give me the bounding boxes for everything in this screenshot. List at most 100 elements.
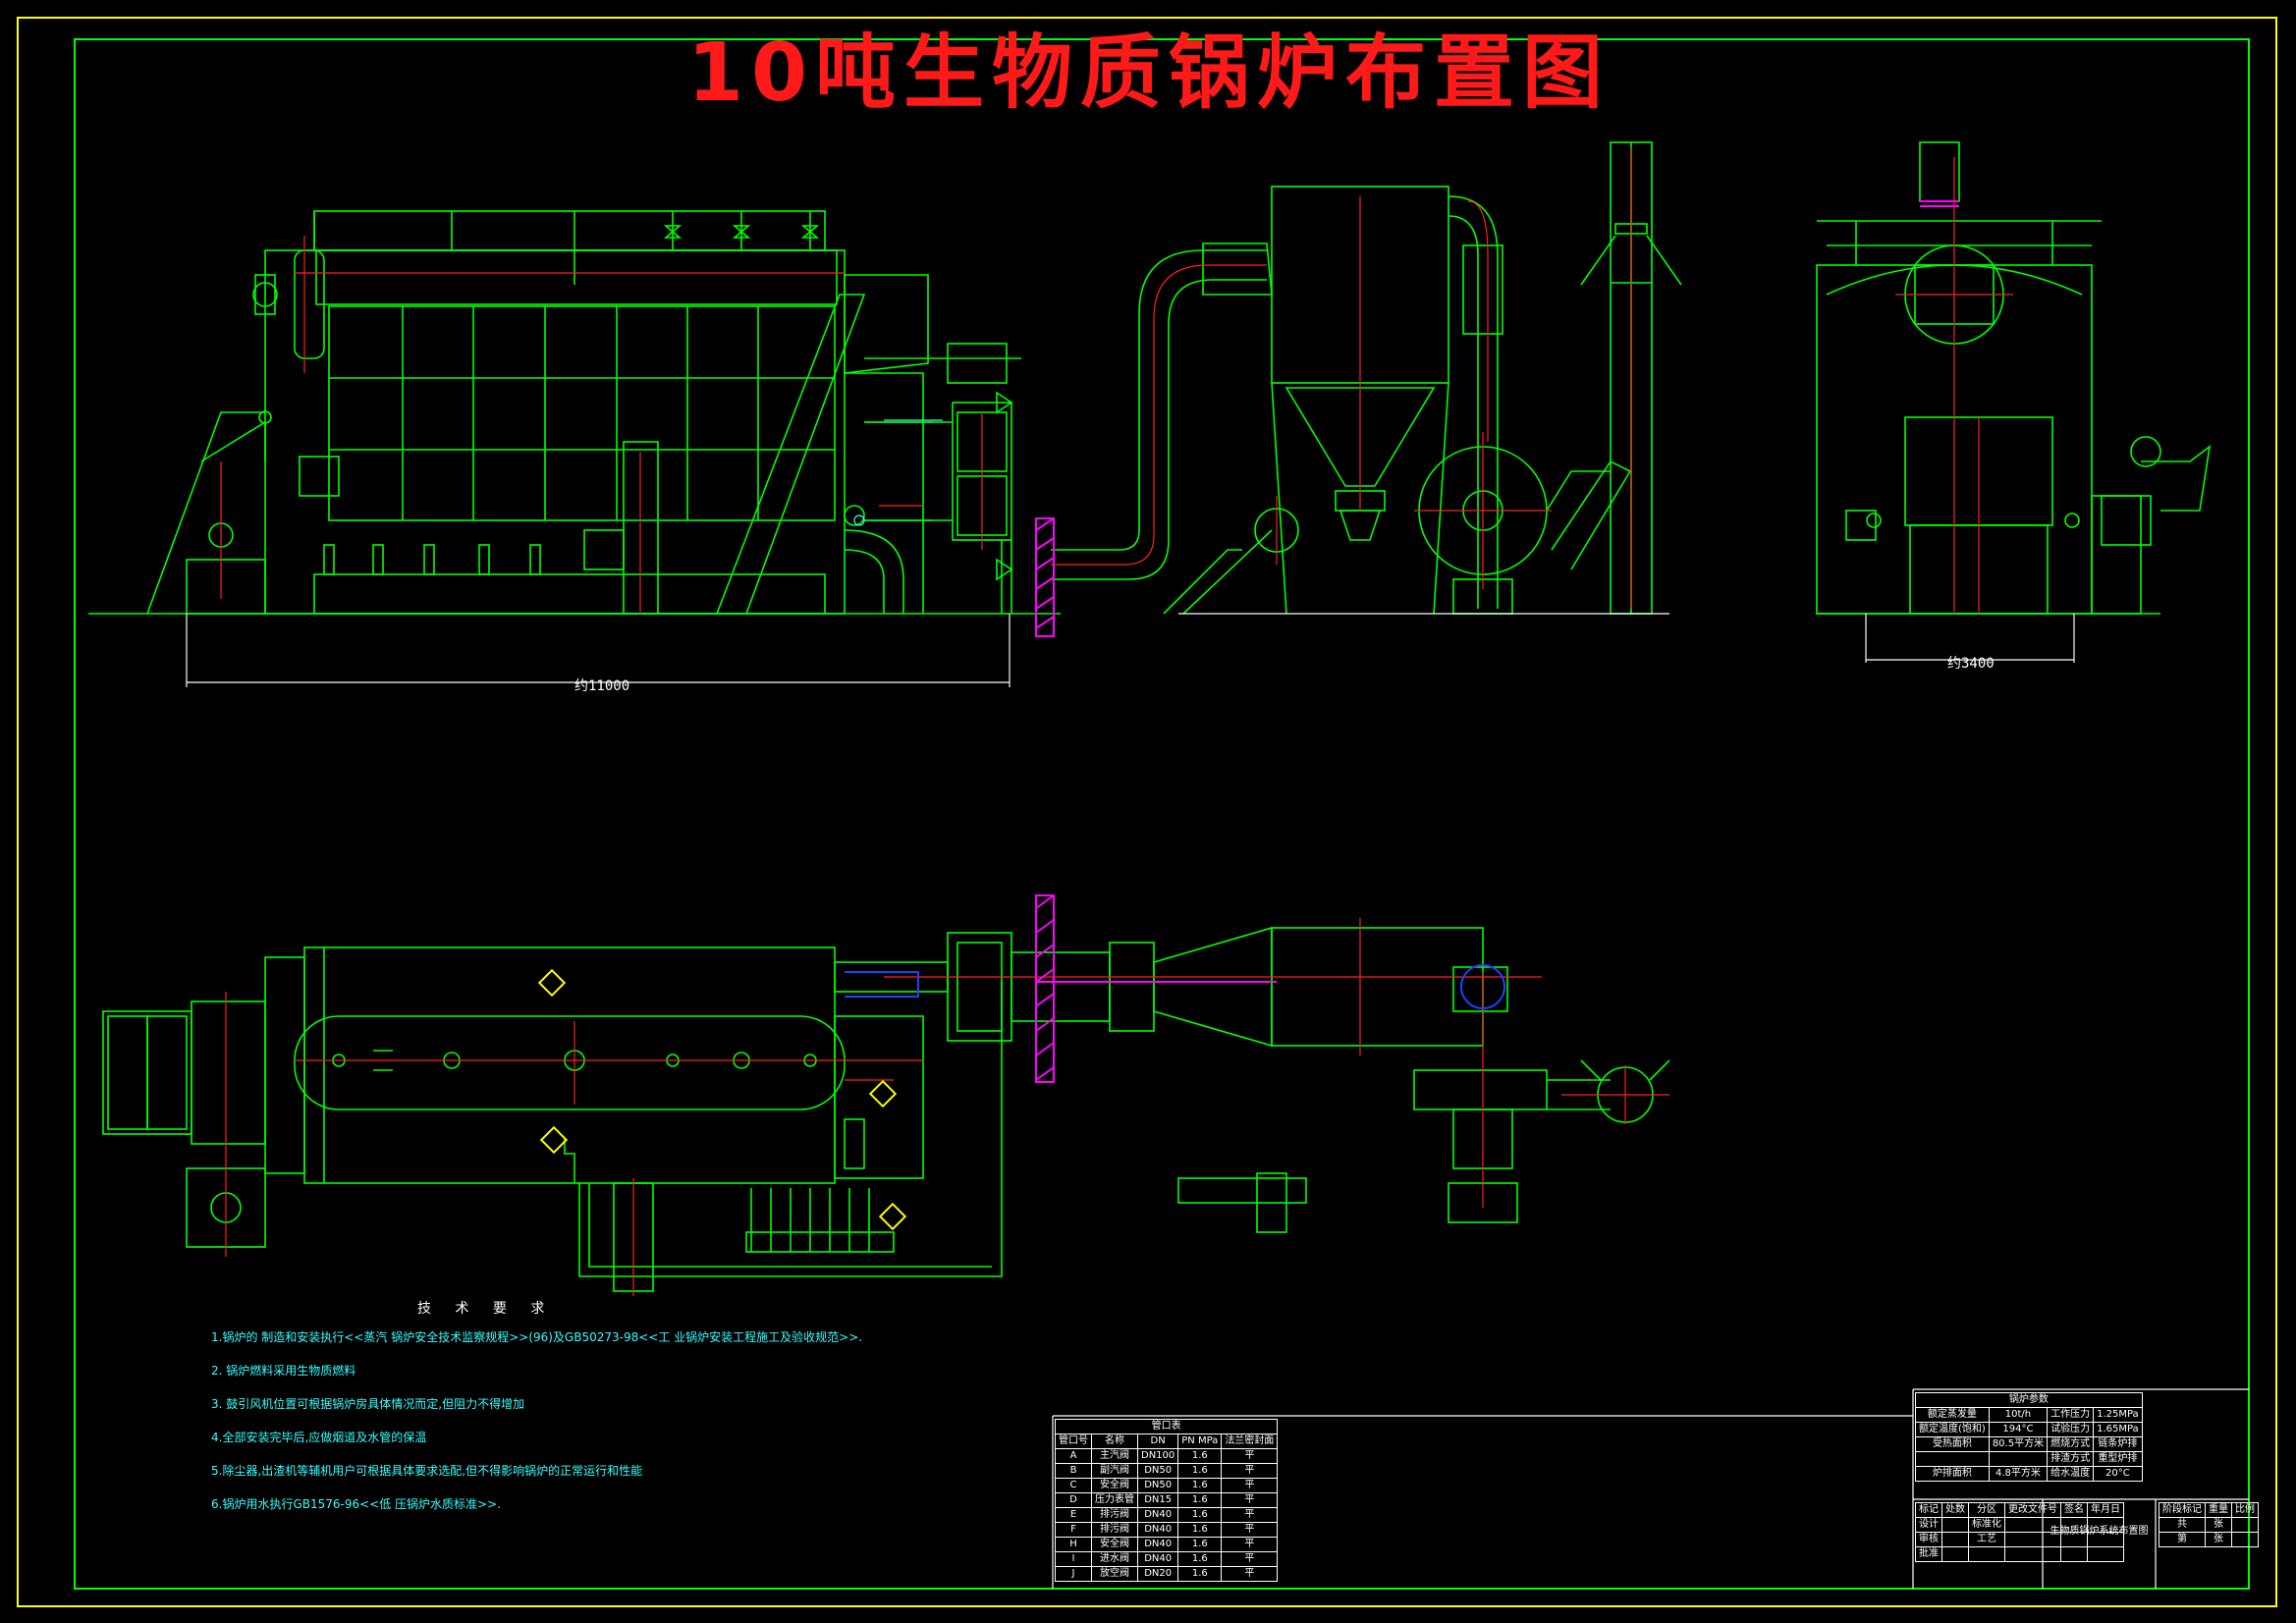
nozzle-header: PN MPa <box>1177 1434 1223 1449</box>
cell: 放空阀 <box>1091 1566 1138 1582</box>
dimension-label-overall: 约11000 <box>574 678 630 694</box>
params-table-title: 锅炉参数 <box>1915 1392 2143 1408</box>
cell: 标准化 <box>1968 1517 2005 1533</box>
cell: B <box>1055 1463 1092 1479</box>
cell: 排污阀 <box>1091 1507 1138 1523</box>
cell: 比例 <box>2231 1502 2259 1518</box>
cell: 共 <box>2159 1517 2206 1533</box>
technical-note: 1.锅炉的 制造和安装执行<<蒸汽 锅炉安全技术监察规程>>(96)及GB502… <box>211 1330 863 1344</box>
cell: 1.6 <box>1177 1492 1223 1508</box>
cell: J <box>1055 1566 1092 1582</box>
cell: 平 <box>1221 1478 1279 1493</box>
cell: 平 <box>1221 1448 1279 1464</box>
cell: D <box>1055 1492 1092 1508</box>
dimension-label-side: 约3400 <box>1947 656 1995 672</box>
wall-hatch <box>1035 517 1055 637</box>
cell: 额定温度(饱和) <box>1915 1422 1990 1437</box>
cell: 排污阀 <box>1091 1522 1138 1538</box>
table-row: 共张 <box>2159 1517 2259 1533</box>
cell: DN20 <box>1136 1566 1179 1582</box>
cell: 标记 <box>1915 1502 1942 1518</box>
table-row: 排渣方式重型炉排 <box>1915 1451 2143 1467</box>
cell: 给水温度 <box>2047 1466 2095 1482</box>
cell: 平 <box>1221 1551 1279 1567</box>
plan-centerlines <box>225 918 1669 1296</box>
cell: 10t/h <box>1988 1407 2049 1423</box>
plan-wall-hatch <box>1035 894 1277 1083</box>
cell <box>1988 1451 2049 1467</box>
cell: 阶段标记 <box>2159 1502 2206 1518</box>
cell: 1.6 <box>1177 1448 1223 1464</box>
dimension-3400 <box>1865 614 2075 663</box>
cell: DN40 <box>1136 1522 1179 1538</box>
cell: DN40 <box>1136 1537 1179 1552</box>
cell: 平 <box>1221 1463 1279 1479</box>
cell: 处数 <box>1941 1502 1969 1518</box>
cell: 194°C <box>1988 1422 2049 1437</box>
plan-hatches <box>537 968 907 1231</box>
dimension-11000 <box>186 614 1011 687</box>
flue-centerline <box>1051 264 1267 566</box>
cell: 1.25MPa <box>2093 1407 2143 1423</box>
table-row: 阶段标记重量比例 <box>2159 1502 2259 1518</box>
inner-frame <box>74 38 2250 1590</box>
side-magenta <box>1920 200 1959 207</box>
table-row: 批准 <box>1915 1546 2124 1562</box>
cell: 1.6 <box>1177 1551 1223 1567</box>
cell <box>1915 1451 1990 1467</box>
cell: 1.6 <box>1177 1478 1223 1493</box>
table-row: 审核工艺 <box>1915 1532 2124 1547</box>
cell: A <box>1055 1448 1092 1464</box>
cell: C <box>1055 1478 1092 1493</box>
table-row: 标记处数分区更改文件号签名年月日 <box>1915 1502 2124 1518</box>
technical-note: 4.全部安装完毕后,应做烟道及水管的保温 <box>211 1431 427 1444</box>
cell: 平 <box>1221 1522 1279 1538</box>
cell: 进水阀 <box>1091 1551 1138 1567</box>
cell: 审核 <box>1915 1532 1942 1547</box>
technical-note: 5.除尘器,出渣机等辅机用户可根据具体要求选配,但不得影响锅炉的正常运行和性能 <box>211 1464 643 1478</box>
cell: 重型炉排 <box>2093 1451 2143 1467</box>
cell: 分区 <box>1968 1502 2005 1518</box>
cell: 更改文件号 <box>2004 1502 2061 1518</box>
title-block: 标记处数分区更改文件号签名年月日 设计 标准化 审核工艺 批准 <box>1915 1502 2124 1562</box>
cell: 签名 <box>2060 1502 2088 1518</box>
cell: 张 <box>2205 1532 2232 1547</box>
plan-blue-pipe <box>845 964 1505 1009</box>
cell: 平 <box>1221 1537 1279 1552</box>
cell: I <box>1055 1551 1092 1567</box>
cell: DN40 <box>1136 1507 1179 1523</box>
nozzle-header: 法兰密封面 <box>1221 1434 1279 1449</box>
cell: 试验压力 <box>2047 1422 2095 1437</box>
cell: 1.6 <box>1177 1507 1223 1523</box>
cell: 1.65MPa <box>2093 1422 2143 1437</box>
cell: 1.6 <box>1177 1566 1223 1582</box>
valve-marks <box>853 419 943 526</box>
cell: E <box>1055 1507 1092 1523</box>
nozzle-header: DN <box>1136 1434 1179 1449</box>
cell: 安全阀 <box>1091 1537 1138 1552</box>
technical-note: 3. 鼓引风机位置可根据锅炉房具体情况而定,但阻力不得增加 <box>211 1397 525 1411</box>
cell: DN15 <box>1136 1492 1179 1508</box>
cell: DN50 <box>1136 1463 1179 1479</box>
cell: 设计 <box>1915 1517 1942 1533</box>
nozzle-header: 管口号 <box>1055 1434 1092 1449</box>
cell: 工作压力 <box>2047 1407 2095 1423</box>
cell: 4.8平方米 <box>1988 1466 2049 1482</box>
cell: 平 <box>1221 1566 1279 1582</box>
dust-centerlines <box>1276 147 1632 609</box>
nozzle-header: 名称 <box>1091 1434 1138 1449</box>
boiler-centerlines <box>220 236 983 614</box>
cell: DN100 <box>1136 1448 1179 1464</box>
flue-duct <box>1051 243 1273 615</box>
cell: 主汽阀 <box>1091 1448 1138 1464</box>
